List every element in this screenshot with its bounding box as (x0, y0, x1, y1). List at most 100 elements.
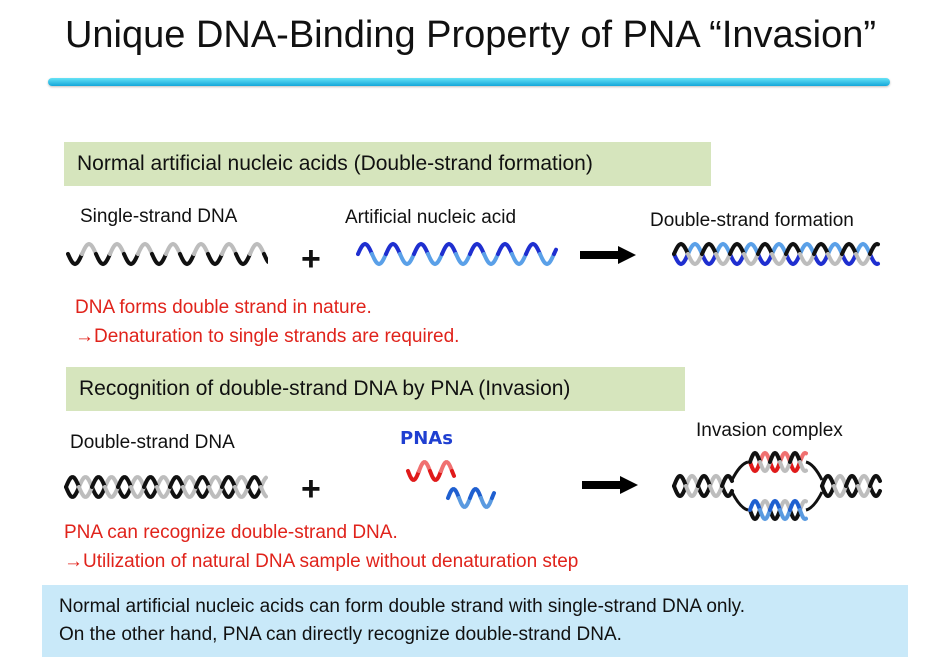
single-strand-dna-label: Single-strand DNA (80, 206, 238, 227)
double-strand-formation-label: Double-strand formation (650, 210, 854, 231)
strand-segment (696, 473, 712, 488)
strand-segment (840, 252, 858, 267)
strand-segment (770, 241, 788, 256)
strand-segment (406, 469, 421, 482)
strand-segment (748, 450, 762, 464)
strand-segment (468, 487, 483, 500)
strand-segment (77, 485, 94, 499)
strand-segment (94, 252, 112, 267)
strand-segment (108, 241, 126, 256)
section1-note-line1: DNA forms double strand in nature. (75, 297, 372, 318)
strand-segment (788, 460, 802, 474)
strand-segment (439, 460, 454, 473)
strand-segment (178, 252, 196, 267)
strand-segment (778, 460, 792, 474)
section2-note-line2: →Utilization of natural DNA sample witho… (64, 551, 579, 572)
strand-segment (398, 252, 416, 267)
strand-segment (233, 485, 250, 499)
strand-segment (798, 241, 816, 256)
strand-segment (854, 252, 872, 267)
strand-segment (194, 475, 211, 489)
reaction-arrow-1 (580, 246, 636, 264)
strand-segment (246, 475, 263, 489)
strand-segment (168, 475, 185, 489)
artificial-nucleic-acid-figure (356, 241, 558, 267)
strand-segment (233, 475, 250, 489)
strand-segment (181, 485, 198, 499)
strand-segment (758, 498, 772, 512)
strand-segment (90, 475, 107, 489)
double-strand-formation-figure (672, 241, 880, 267)
strand-segment (103, 475, 120, 489)
strand-segment (748, 508, 762, 522)
strand-segment (832, 473, 848, 488)
strand-segment (142, 475, 159, 489)
strand-segment (868, 473, 882, 488)
section2-note-line1: PNA can recognize double-strand DNA. (64, 522, 398, 543)
strand-segment (768, 498, 782, 512)
strand-segment (194, 485, 211, 499)
strand-segment (122, 252, 140, 267)
strand-segment (868, 241, 880, 256)
strand-segment (672, 241, 690, 256)
strand-segment (150, 252, 168, 267)
strand-segment (262, 252, 268, 264)
strand-segment (490, 491, 496, 500)
section1-heading: Normal artificial nucleic acids (Double-… (64, 142, 711, 186)
strand-segment (856, 473, 872, 488)
strand-segment (728, 241, 746, 256)
strand-segment (756, 252, 774, 267)
strand-segment (206, 252, 224, 267)
plus-sign-2: + (301, 470, 321, 508)
section1-note-line2: →Denaturation to single strands are requ… (75, 326, 460, 347)
title-rule (48, 78, 890, 86)
strand-segment (155, 485, 172, 499)
strand-segment (457, 496, 472, 509)
strand-segment (384, 241, 402, 256)
strand-segment (856, 484, 872, 499)
strand-segment (840, 241, 858, 256)
strand-segment (770, 252, 788, 267)
artificial-nucleic-acid-label: Artificial nucleic acid (345, 207, 517, 228)
single-strand-dna-figure (66, 241, 268, 267)
strand-segment (412, 241, 430, 256)
strand-segment (220, 475, 237, 489)
strand-segment (820, 484, 836, 499)
strand-segment (748, 498, 762, 512)
strand-segment (708, 473, 724, 488)
strand-segment (207, 485, 224, 499)
plus-sign-1: + (301, 240, 321, 278)
strand-segment (207, 475, 224, 489)
strand-segment (742, 241, 760, 256)
strand-segment (129, 475, 146, 489)
summary-line2: On the other hand, PNA can directly reco… (59, 624, 622, 645)
strand-segment (844, 473, 860, 488)
strand-segment (64, 485, 81, 499)
strand-segment (155, 475, 172, 489)
strand-segment (708, 484, 724, 499)
strand-segment (768, 460, 782, 474)
strand-segment (832, 484, 848, 499)
strand-segment (686, 252, 704, 267)
strand-segment (246, 485, 263, 499)
strand-segment (758, 460, 772, 474)
strand-segment (728, 252, 746, 267)
strand-segment (798, 252, 816, 267)
strand-segment (812, 241, 830, 256)
strand-segment (672, 473, 688, 488)
strand-segment (684, 484, 700, 499)
invasion-complex-label: Invasion complex (696, 420, 843, 441)
strand-segment (720, 484, 734, 499)
strand-segment (854, 241, 872, 256)
strand-segment (142, 485, 159, 499)
pnas-label: PNAs (400, 428, 453, 449)
strand-segment (80, 241, 98, 256)
reaction-arrow-2 (582, 476, 638, 494)
strand-segment (798, 460, 808, 474)
strand-segment (66, 252, 84, 267)
strand-segment (798, 508, 808, 522)
strand-segment (788, 508, 802, 522)
strand-segment (696, 484, 712, 499)
strand-segment (77, 475, 94, 489)
strand-segment (700, 252, 718, 267)
